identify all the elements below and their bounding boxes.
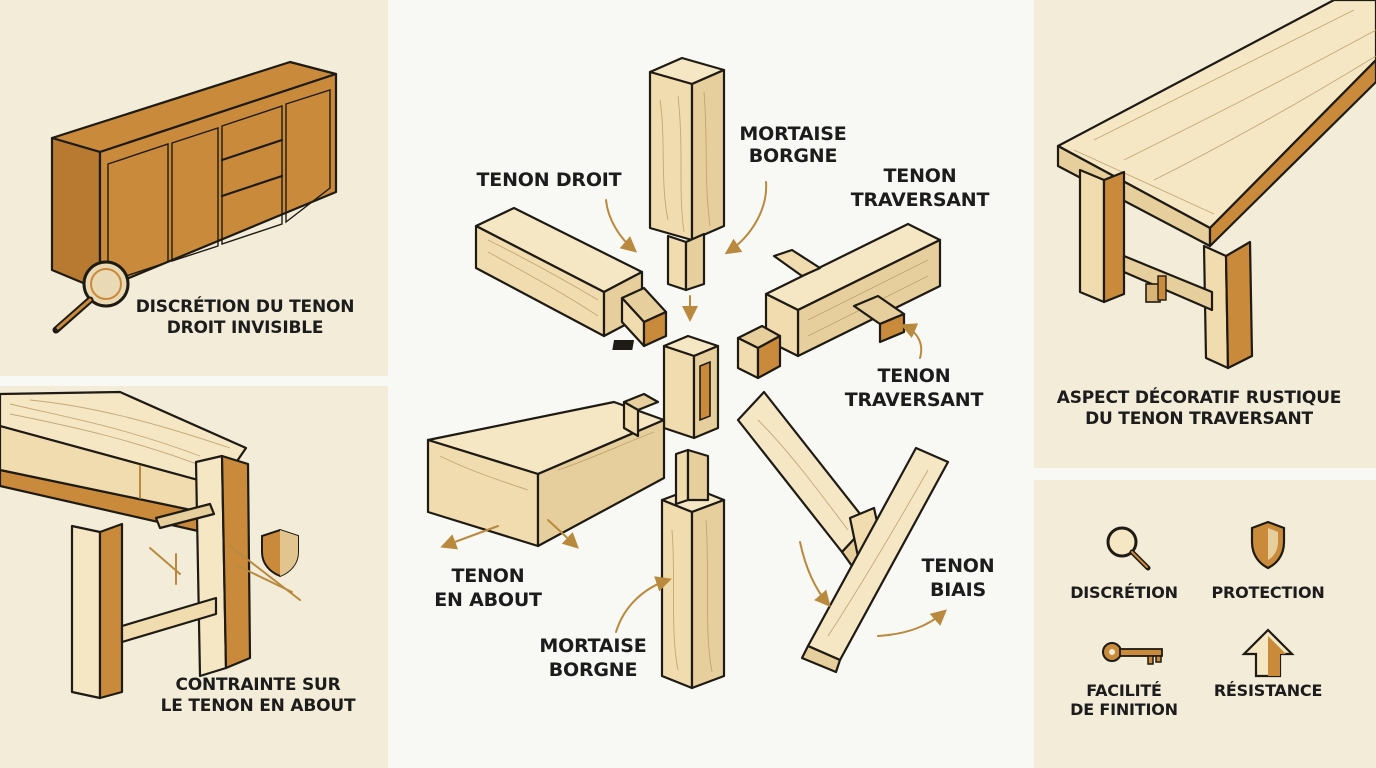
panel-top-right: ASPECT DÉCORATIF RUSTIQUE DU TENON TRAVE…: [1034, 0, 1376, 468]
sideboard-illustration: [50, 60, 338, 334]
label-mortaise-bottom-1: MORTAISE: [539, 635, 647, 657]
label-tenon-droit: TENON DROIT: [476, 169, 622, 191]
benefit-label-facilite-line2: DE FINITION: [1070, 700, 1178, 719]
label-tenon-biais-2: BIAIS: [929, 579, 986, 601]
center-mortise-block: [612, 334, 720, 440]
label-tenon-about-1: TENON: [451, 565, 525, 587]
label-mortaise-top-1: MORTAISE: [739, 123, 847, 145]
caption-contrainte-line1: CONTRAINTE SUR: [175, 675, 341, 695]
key-icon: [1102, 642, 1163, 665]
label-tenon-biais-1: TENON: [921, 555, 995, 577]
label-tenon-traversant-mid-1: TENON: [877, 365, 951, 387]
caption-discretion-line1: DISCRÉTION DU TENON: [135, 297, 355, 317]
bottom-post: [660, 448, 726, 690]
caption-contrainte-line2: LE TENON EN ABOUT: [160, 696, 356, 716]
panel-bottom-right: DISCRÉTION PROTECTION FACILITÉ DE FINITI…: [1034, 480, 1376, 768]
panel-bottom-left: CONTRAINTE SUR LE TENON EN ABOUT: [0, 386, 388, 768]
tenon-droit-beam: [474, 206, 668, 348]
label-tenon-traversant-mid-2: TRAVERSANT: [844, 389, 984, 411]
benefit-label-discretion: DISCRÉTION: [1070, 583, 1178, 602]
label-tenon-about-2: EN ABOUT: [434, 589, 542, 611]
top-post: [648, 56, 726, 322]
panel-top-left: DISCRÉTION DU TENON DROIT INVISIBLE: [0, 0, 388, 376]
bench-stress-illustration: [0, 390, 301, 700]
caption-rustique-line1: ASPECT DÉCORATIF RUSTIQUE: [1056, 388, 1342, 408]
benefit-label-facilite-line1: FACILITÉ: [1086, 681, 1162, 700]
benefit-icons: [1102, 520, 1295, 678]
label-tenon-traversant-top-2: TRAVERSANT: [850, 189, 990, 211]
benefit-label-resistance: RÉSISTANCE: [1213, 681, 1323, 700]
tenon-traversant-beam: [736, 222, 942, 380]
rustic-bench-illustration: [1056, 0, 1376, 370]
shield-icon: [261, 528, 299, 578]
caption-discretion-line2: DROIT INVISIBLE: [166, 318, 324, 338]
benefit-label-protection: PROTECTION: [1211, 583, 1325, 602]
label-mortaise-top-2: BORGNE: [748, 145, 838, 167]
tenon-biais-beam: [736, 390, 950, 674]
exploded-joint-diagram: MORTAISE BORGNE TENON DROIT TENON TRAVER…: [388, 0, 1034, 768]
label-mortaise-bottom-2: BORGNE: [548, 659, 638, 681]
caption-rustique-line2: DU TENON TRAVERSANT: [1085, 409, 1313, 429]
magnifier-icon: [1106, 526, 1151, 571]
magnifier-icon: [52, 260, 130, 334]
tenon-about-beam: [426, 392, 666, 550]
arrow-up-icon: [1241, 628, 1295, 678]
shield-icon: [1250, 520, 1286, 570]
label-tenon-traversant-top-1: TENON: [883, 165, 957, 187]
